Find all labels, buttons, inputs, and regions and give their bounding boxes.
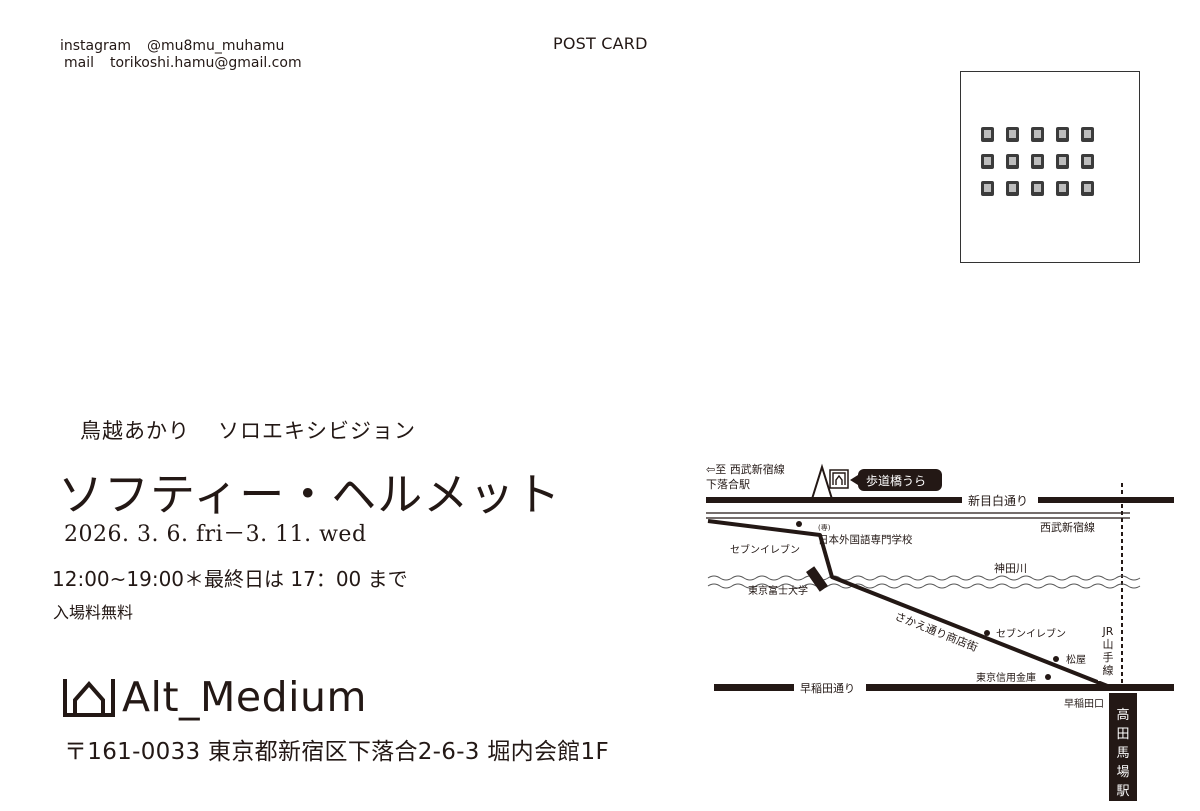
road-top-label-bg — [962, 491, 1038, 509]
instagram-label: instagram — [60, 38, 131, 54]
map-intersection: 早稲田口 — [1064, 698, 1104, 710]
jr-line-char: 手 — [1103, 650, 1114, 664]
shinkin-dot — [1045, 674, 1051, 680]
map-road-top: 新目白通り — [968, 493, 1028, 508]
jr-label-bg — [1098, 623, 1118, 681]
stamp-artwork — [981, 127, 1094, 196]
road-bottom-label-bg — [794, 678, 866, 696]
callout-pointer — [850, 475, 858, 485]
contact-info: instagram @mu8mu_muhamu mail torikoshi.h… — [60, 38, 302, 72]
exhibition-subtitle: 鳥越あかり ソロエキシビジョン — [80, 415, 416, 445]
mail-address[interactable]: torikoshi.hamu@gmail.com — [110, 55, 302, 71]
map-callout-text: 歩道橋うら — [866, 473, 926, 488]
map-seven-eleven-2: セブンイレブン — [996, 627, 1066, 640]
mail-label: mail — [64, 55, 94, 71]
callout-bubble — [858, 469, 942, 491]
jr-line-char: 山 — [1103, 638, 1114, 651]
admission-fee: 入場料無料 — [53, 603, 134, 622]
venue-logo: Alt_Medium — [62, 668, 367, 718]
road-waseda — [714, 684, 1174, 691]
exhibition-title: ソフティー・ヘルメット — [58, 468, 562, 521]
river-kanda-bank-b — [707, 583, 1141, 589]
map-school-name: 日本外国語専門学校 — [818, 533, 913, 546]
stamp-block-highlight — [1059, 157, 1066, 165]
stamp-block-highlight — [984, 157, 991, 165]
map-shinkin: 東京信用金庫 — [976, 671, 1036, 684]
university-building — [806, 566, 828, 592]
station-char: 場 — [1116, 765, 1129, 780]
venue-address: 〒161-0033 東京都新宿区下落合2-6-3 堀内会館1F — [64, 739, 610, 765]
seven-eleven-1-dot — [796, 521, 802, 527]
station-char: 馬 — [1116, 746, 1129, 761]
access-map: ⇦至 西武新宿線 下落合駅 歩道橋うら 新目白通り 西武新宿線 (専) 日本外国… — [700, 455, 1180, 805]
stamp-box — [960, 71, 1140, 263]
map-line-station: 下落合駅 — [706, 477, 750, 491]
station-char: 駅 — [1116, 784, 1129, 799]
postcard-label: POST CARD — [553, 34, 648, 53]
map-line-direction: ⇦至 西武新宿線 — [706, 462, 785, 476]
instagram-row: instagram @mu8mu_muhamu — [60, 38, 302, 55]
exhibition-kind: ソロエキシビジョン — [218, 419, 416, 443]
seven-eleven-2-dot — [984, 630, 990, 636]
instagram-handle[interactable]: @mu8mu_muhamu — [146, 38, 285, 54]
mail-row: mail torikoshi.hamu@gmail.com — [60, 55, 302, 72]
route-overpass — [811, 463, 833, 500]
opening-hours: 12:00~19:00＊最終日は 17：00 まで — [52, 567, 408, 591]
stamp-block-highlight — [1034, 184, 1041, 192]
callout-marker-box — [829, 469, 849, 489]
stamp-block-highlight — [1009, 130, 1016, 138]
map-school-mark: (専) — [818, 523, 831, 532]
venue-logo-icon — [63, 679, 115, 717]
station-box — [1109, 693, 1137, 801]
stamp-block-highlight — [1034, 130, 1041, 138]
river-kanda-bank-a — [707, 575, 1141, 581]
venue-name: Alt_Medium — [122, 673, 367, 721]
artist-name: 鳥越あかり — [80, 419, 190, 443]
map-road-bottom: 早稲田通り — [800, 682, 855, 695]
matsuya-dot — [1053, 656, 1059, 662]
map-matsuya: 松屋 — [1066, 653, 1086, 666]
stamp-block-highlight — [1084, 130, 1091, 138]
road-shinmejiro — [706, 497, 1174, 503]
stamp-block-highlight — [1084, 157, 1091, 165]
exhibition-dates: 2026. 3. 6. fri－3. 11. wed — [64, 522, 367, 547]
stamp-block-highlight — [984, 184, 991, 192]
map-railway-seibu: 西武新宿線 — [1040, 520, 1095, 534]
route-line — [707, 519, 1111, 689]
station-char: 田 — [1116, 727, 1129, 742]
stamp-block-highlight — [1009, 184, 1016, 192]
jr-line-char: JR — [1102, 625, 1114, 638]
map-university: 東京富士大学 — [748, 584, 808, 597]
stamp-block-highlight — [1034, 157, 1041, 165]
map-river: 神田川 — [994, 561, 1027, 575]
jr-line-char: 線 — [1103, 663, 1114, 677]
map-drawing: ⇦至 西武新宿線 下落合駅 歩道橋うら 新目白通り 西武新宿線 (専) 日本外国… — [706, 462, 1174, 801]
stamp-block-highlight — [1059, 130, 1066, 138]
callout-marker-icon — [832, 472, 846, 485]
station-char: 高 — [1116, 707, 1129, 723]
stamp-block-highlight — [1084, 184, 1091, 192]
stamp-block-highlight — [1059, 184, 1066, 192]
stamp-block-highlight — [1009, 157, 1016, 165]
map-seven-eleven-1: セブンイレブン — [730, 543, 800, 556]
stamp-block-highlight — [984, 130, 991, 138]
